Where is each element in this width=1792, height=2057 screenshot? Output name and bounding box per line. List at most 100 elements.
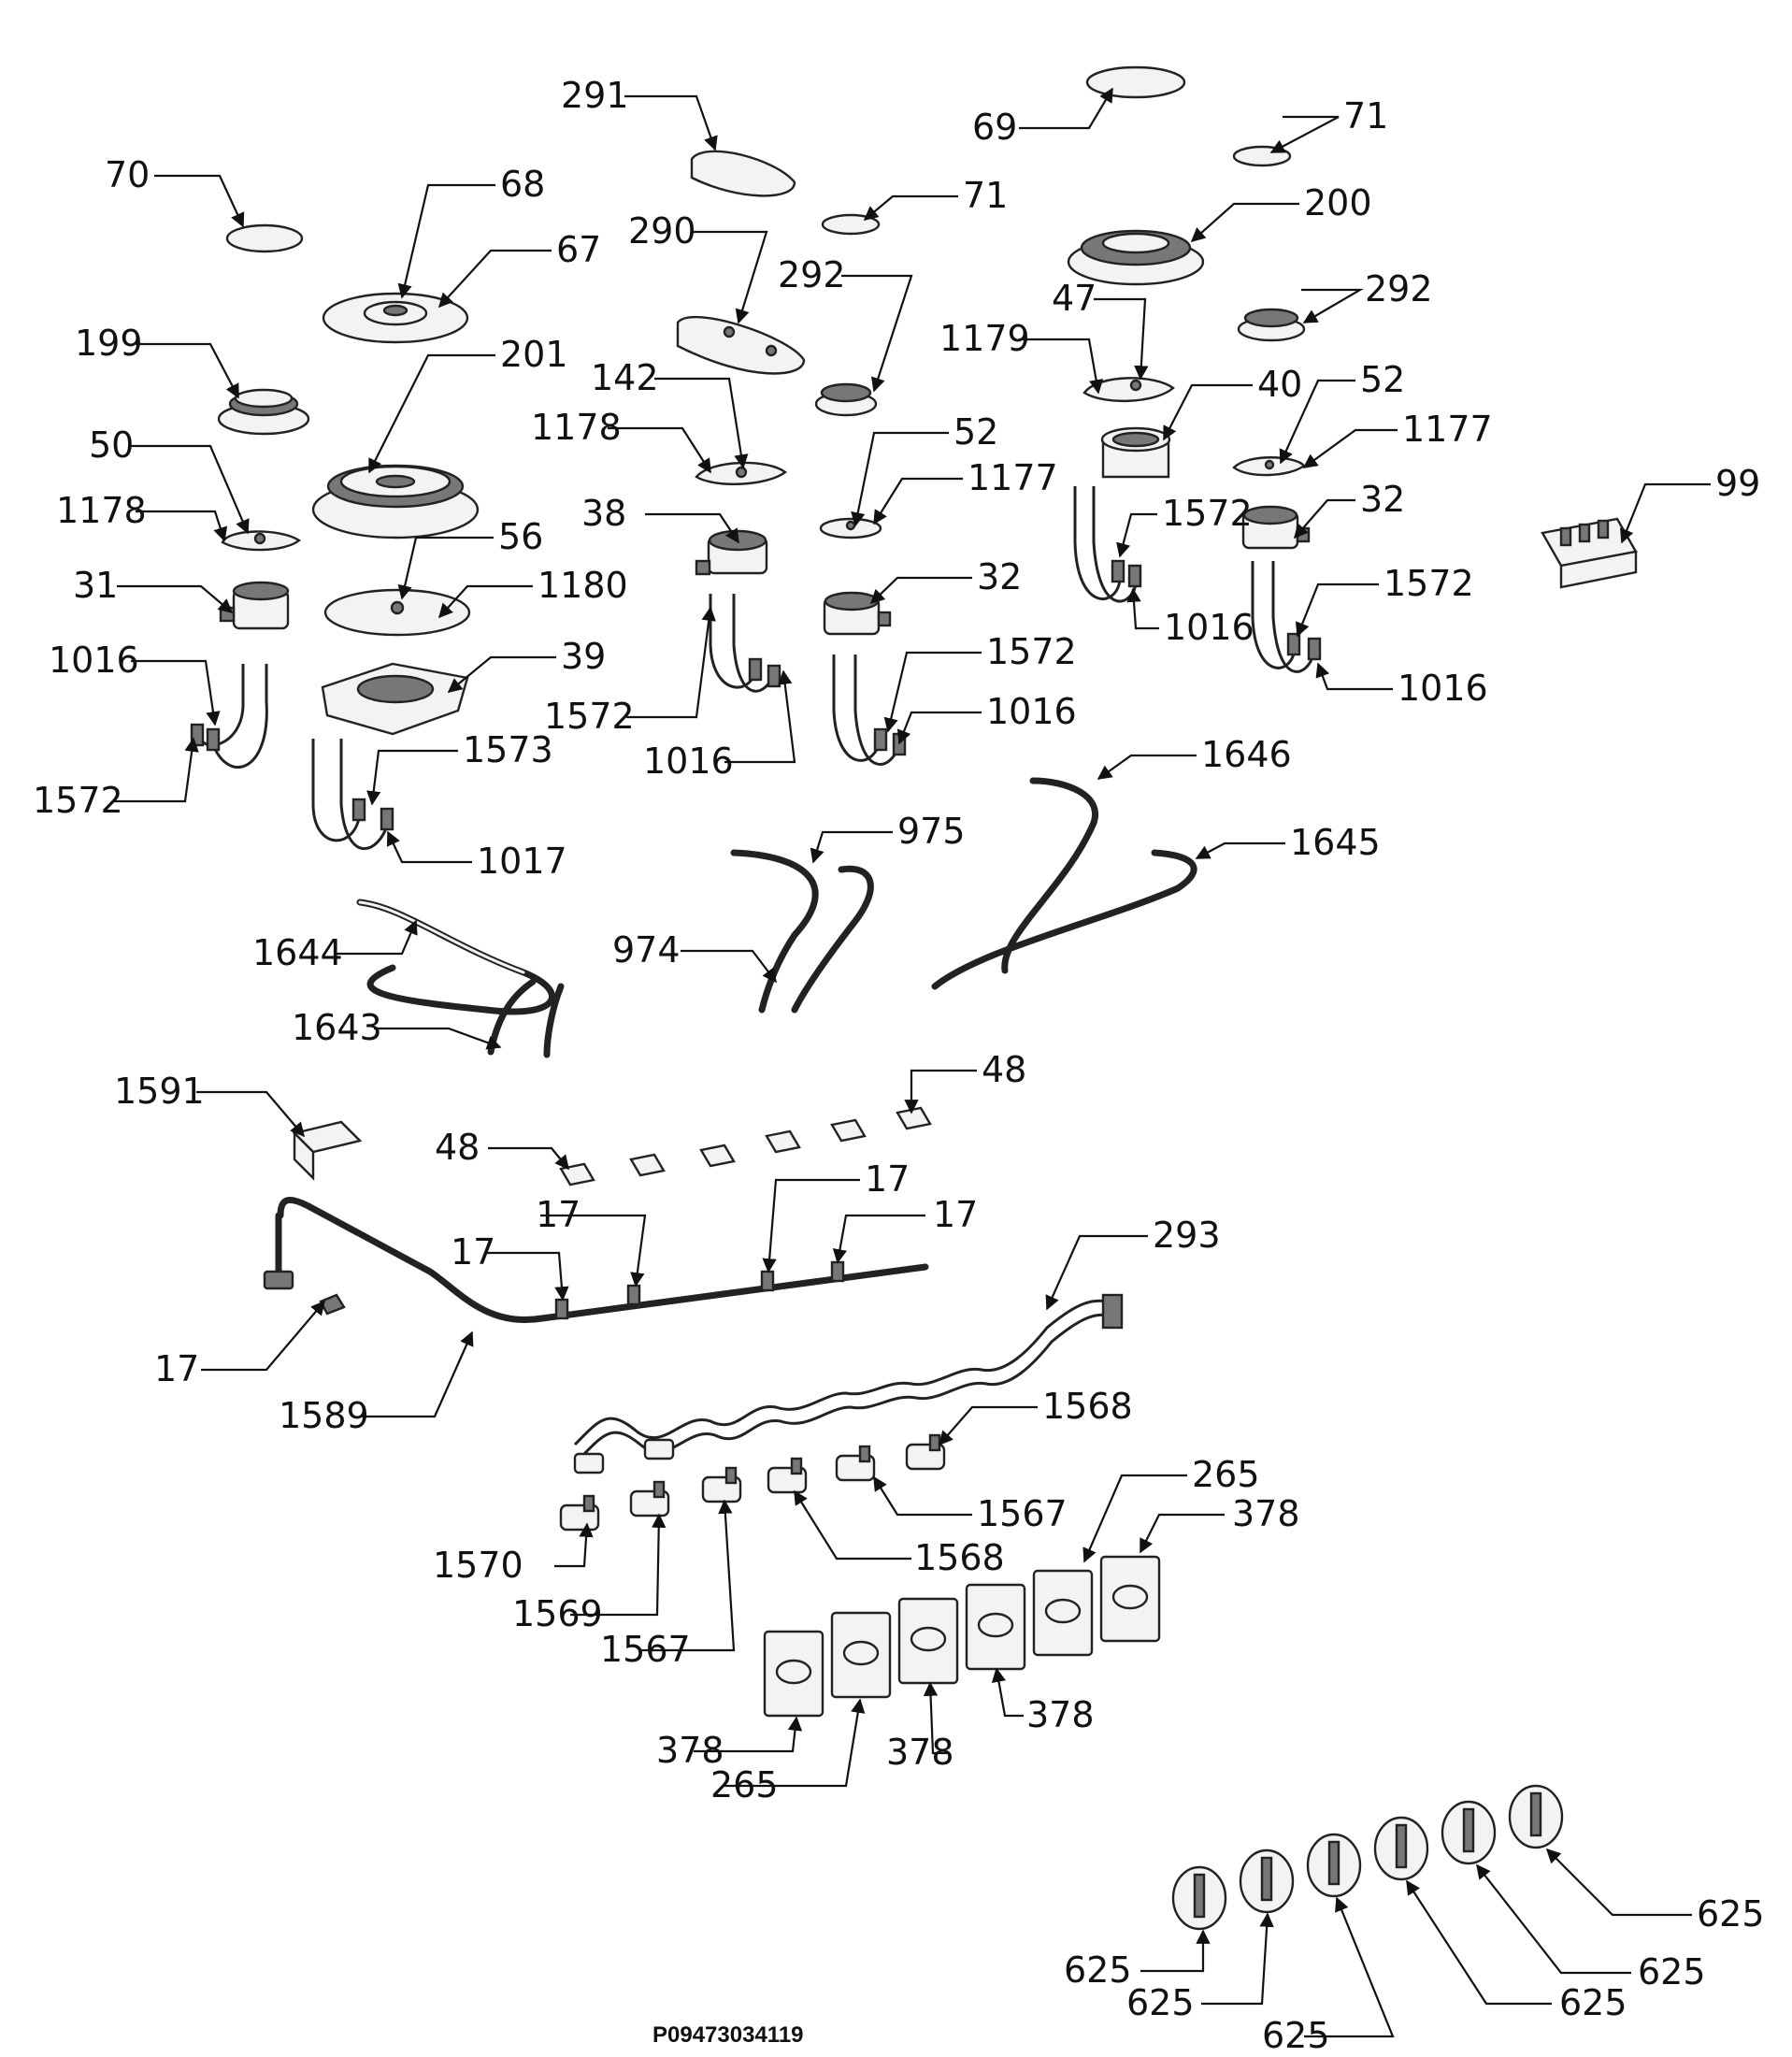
callout-292-center: 292 [778,254,846,295]
callout-1016-right-a: 1016 [1164,607,1254,648]
callout-378-b: 378 [1026,1694,1095,1735]
callout-38: 38 [581,493,626,534]
burner-cap-291 [690,150,796,197]
callout-1016-left: 1016 [49,640,139,681]
callout-200: 200 [1304,182,1372,223]
burner-base-31 [219,581,290,630]
callout-974: 974 [612,929,681,971]
document-code: P09473034119 [652,2022,804,2048]
callout-32-center: 32 [977,556,1022,597]
callout-68: 68 [500,164,545,205]
callout-291: 291 [561,75,629,116]
burner-base-32-right [1241,505,1311,550]
gasket-1180 [323,588,471,637]
thermocouple-right-a [1073,486,1142,603]
callout-378-right: 378 [1232,1493,1300,1534]
callout-1572-right-b: 1572 [1383,563,1474,604]
thermocouple-center-a [709,594,781,693]
callout-70: 70 [105,154,150,195]
callout-1569: 1569 [512,1593,603,1634]
gasket-1177-right [1232,456,1306,477]
burner-head-292-right [1237,308,1306,342]
burner-head-292-center [814,382,878,417]
callout-56: 56 [498,516,543,557]
callout-290: 290 [628,210,696,252]
callout-50: 50 [89,424,134,466]
callout-17-bracket: 17 [154,1348,199,1389]
gasket-1178-left [221,530,302,552]
callout-1644: 1644 [252,932,343,973]
burner-head-199 [217,388,310,436]
callout-625-e: 625 [1638,1951,1706,1992]
burner-cap-71-right [1232,145,1292,167]
gas-tube-974-975 [730,849,874,1014]
callout-625-b: 625 [1126,1982,1195,2023]
callout-39: 39 [561,636,606,677]
leader-lines [112,87,1711,2038]
burner-base-39 [321,662,469,736]
callout-1568-left: 1568 [914,1537,1005,1578]
burner-base-40 [1100,426,1171,479]
callout-1573: 1573 [463,729,553,770]
callout-199: 199 [75,323,143,364]
callout-1179: 1179 [939,318,1030,359]
callout-1180: 1180 [538,565,628,606]
callout-265-left: 265 [710,1764,779,1805]
thermocouple-left [190,664,268,769]
burner-cap-71-center [821,213,881,236]
callout-378-c: 378 [656,1730,724,1771]
callout-1643: 1643 [292,1007,382,1048]
callout-99: 99 [1715,463,1760,504]
callout-1567-right: 1567 [977,1493,1068,1534]
ignition-harness-293 [573,1293,1124,1460]
thermocouple-right-b [1251,561,1322,673]
callout-32-right: 32 [1360,479,1405,520]
callout-1572-center-b: 1572 [986,631,1077,672]
burner-base-32-center [823,591,892,636]
callout-67: 67 [556,229,601,270]
injectors-17 [319,1260,845,1320]
gas-valves [559,1433,946,1532]
callout-975: 975 [897,811,966,852]
callout-52-right: 52 [1360,359,1405,400]
callout-1572-right-a: 1572 [1162,493,1253,534]
parts-layer [190,65,1638,1931]
callout-1016-center-b: 1016 [986,691,1077,732]
callout-71-right: 71 [1343,95,1388,137]
callout-625-d: 625 [1559,1982,1627,2023]
callout-17-a: 17 [451,1231,495,1273]
knob-bezels [763,1555,1161,1718]
callout-625-a: 625 [1064,1949,1132,1991]
control-knobs-625 [1171,1784,1564,1931]
burner-cap-70 [225,223,304,253]
callout-71-center: 71 [963,175,1008,216]
callout-1645: 1645 [1290,822,1381,863]
callout-1572-center-a: 1572 [544,696,635,737]
callout-47: 47 [1052,278,1097,319]
callout-201: 201 [500,334,568,375]
gasket-1177-center [819,517,882,539]
callout-69: 69 [972,107,1017,148]
callout-1591: 1591 [114,1071,205,1112]
callout-40: 40 [1257,364,1302,405]
callout-1016-center-a: 1016 [643,741,734,782]
callout-625-c: 625 [1262,2015,1330,2056]
thermocouple-1573 [311,739,394,850]
burner-cap-67-68 [322,292,469,344]
callout-1178-center: 1178 [531,407,622,448]
callout-1177-center: 1177 [968,457,1058,498]
callout-48-left: 48 [435,1127,480,1168]
callout-48-right: 48 [982,1049,1026,1090]
callout-1646: 1646 [1201,734,1292,775]
callout-1589: 1589 [279,1395,369,1436]
burner-head-290 [676,315,806,375]
callout-293: 293 [1153,1215,1221,1256]
callout-1570: 1570 [433,1545,523,1586]
callout-17-b: 17 [536,1194,581,1235]
callout-1017: 1017 [477,841,567,882]
callout-1178-left: 1178 [56,490,147,531]
callout-52-center: 52 [953,411,998,453]
callout-625-f: 625 [1697,1893,1765,1935]
bracket-1591 [292,1120,363,1181]
